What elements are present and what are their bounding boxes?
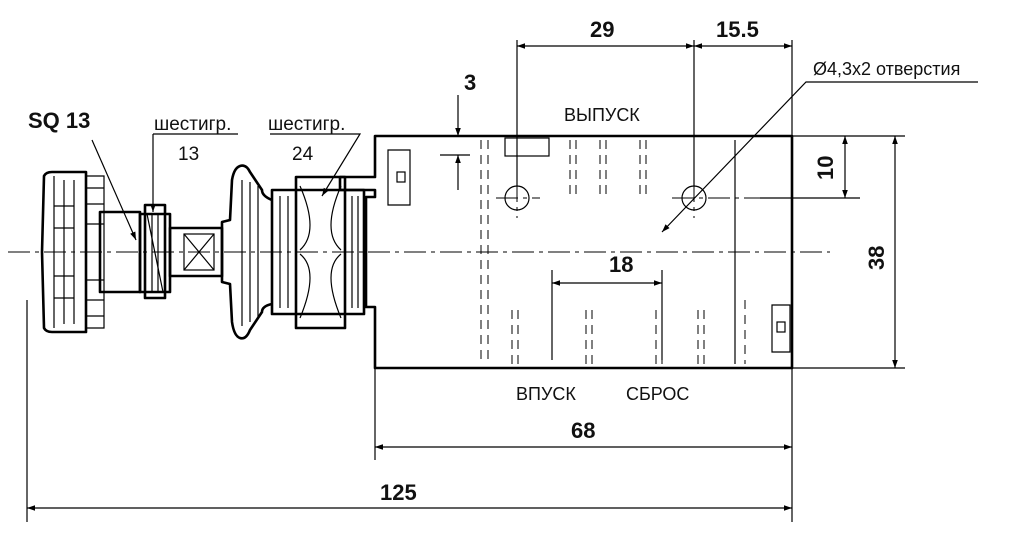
dim-15-5: 15.5 <box>716 17 759 42</box>
label-hex13-size: 13 <box>178 144 199 165</box>
hex-nut-13 <box>138 203 172 300</box>
dim-125: 125 <box>380 480 417 505</box>
dim-68: 68 <box>571 418 595 443</box>
hex-nut-24 <box>270 175 366 330</box>
dim-3: 3 <box>464 70 476 95</box>
label-hex13-word: шестигр. <box>154 114 231 135</box>
label-holes: Ø4,3x2 отверстия <box>813 59 960 79</box>
label-exhaust: ВЫПУСК <box>564 105 640 125</box>
knurled-knob <box>40 170 142 334</box>
label-sq13: SQ 13 <box>28 108 90 133</box>
dim-10: 10 <box>813 156 838 180</box>
dim-29: 29 <box>590 17 614 42</box>
leader-lines <box>91 81 978 241</box>
label-inlet: ВПУСК <box>516 384 576 404</box>
label-reset: СБРОС <box>626 384 689 404</box>
dim-18: 18 <box>609 252 633 277</box>
dim-38: 38 <box>864 246 889 270</box>
dimensions <box>26 40 905 522</box>
label-hex24-size: 24 <box>292 144 314 165</box>
label-hex24-word: шестигр. <box>268 114 345 135</box>
